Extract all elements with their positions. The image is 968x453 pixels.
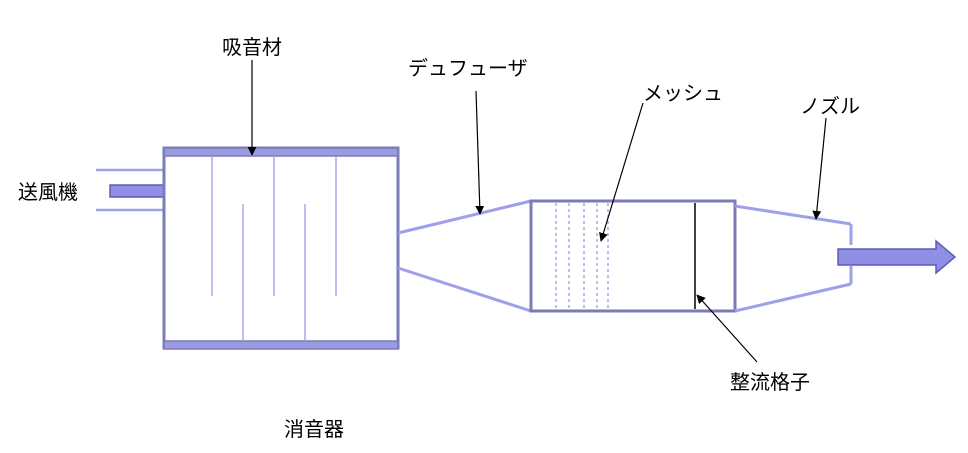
straightener-leader xyxy=(696,294,758,363)
silencer-label: 消音器 xyxy=(284,417,344,441)
diffuser-leader xyxy=(475,90,485,215)
mesh-leader xyxy=(599,102,644,242)
diffuser-bottom-wall xyxy=(397,266,532,313)
nozzle-leader xyxy=(812,117,827,220)
diffuser-label: デュフューザ xyxy=(408,56,528,80)
mesh-label: メッシュ xyxy=(643,81,723,105)
nozzle-label: ノズル xyxy=(800,94,860,118)
silencer-body xyxy=(162,146,400,350)
blower-label: 送風機 xyxy=(18,180,78,204)
settling-chamber xyxy=(529,199,737,313)
straightener-label: 整流格子 xyxy=(730,370,810,394)
diffuser-top-wall xyxy=(397,199,532,235)
absorber-label: 吸音材 xyxy=(222,35,282,59)
outlet-arrow xyxy=(837,239,957,275)
absorber-bottom-band xyxy=(163,340,399,350)
nozzle-bottom-wall xyxy=(734,282,852,313)
nozzle-top-wall xyxy=(734,204,852,226)
absorber-top-band xyxy=(163,147,399,157)
